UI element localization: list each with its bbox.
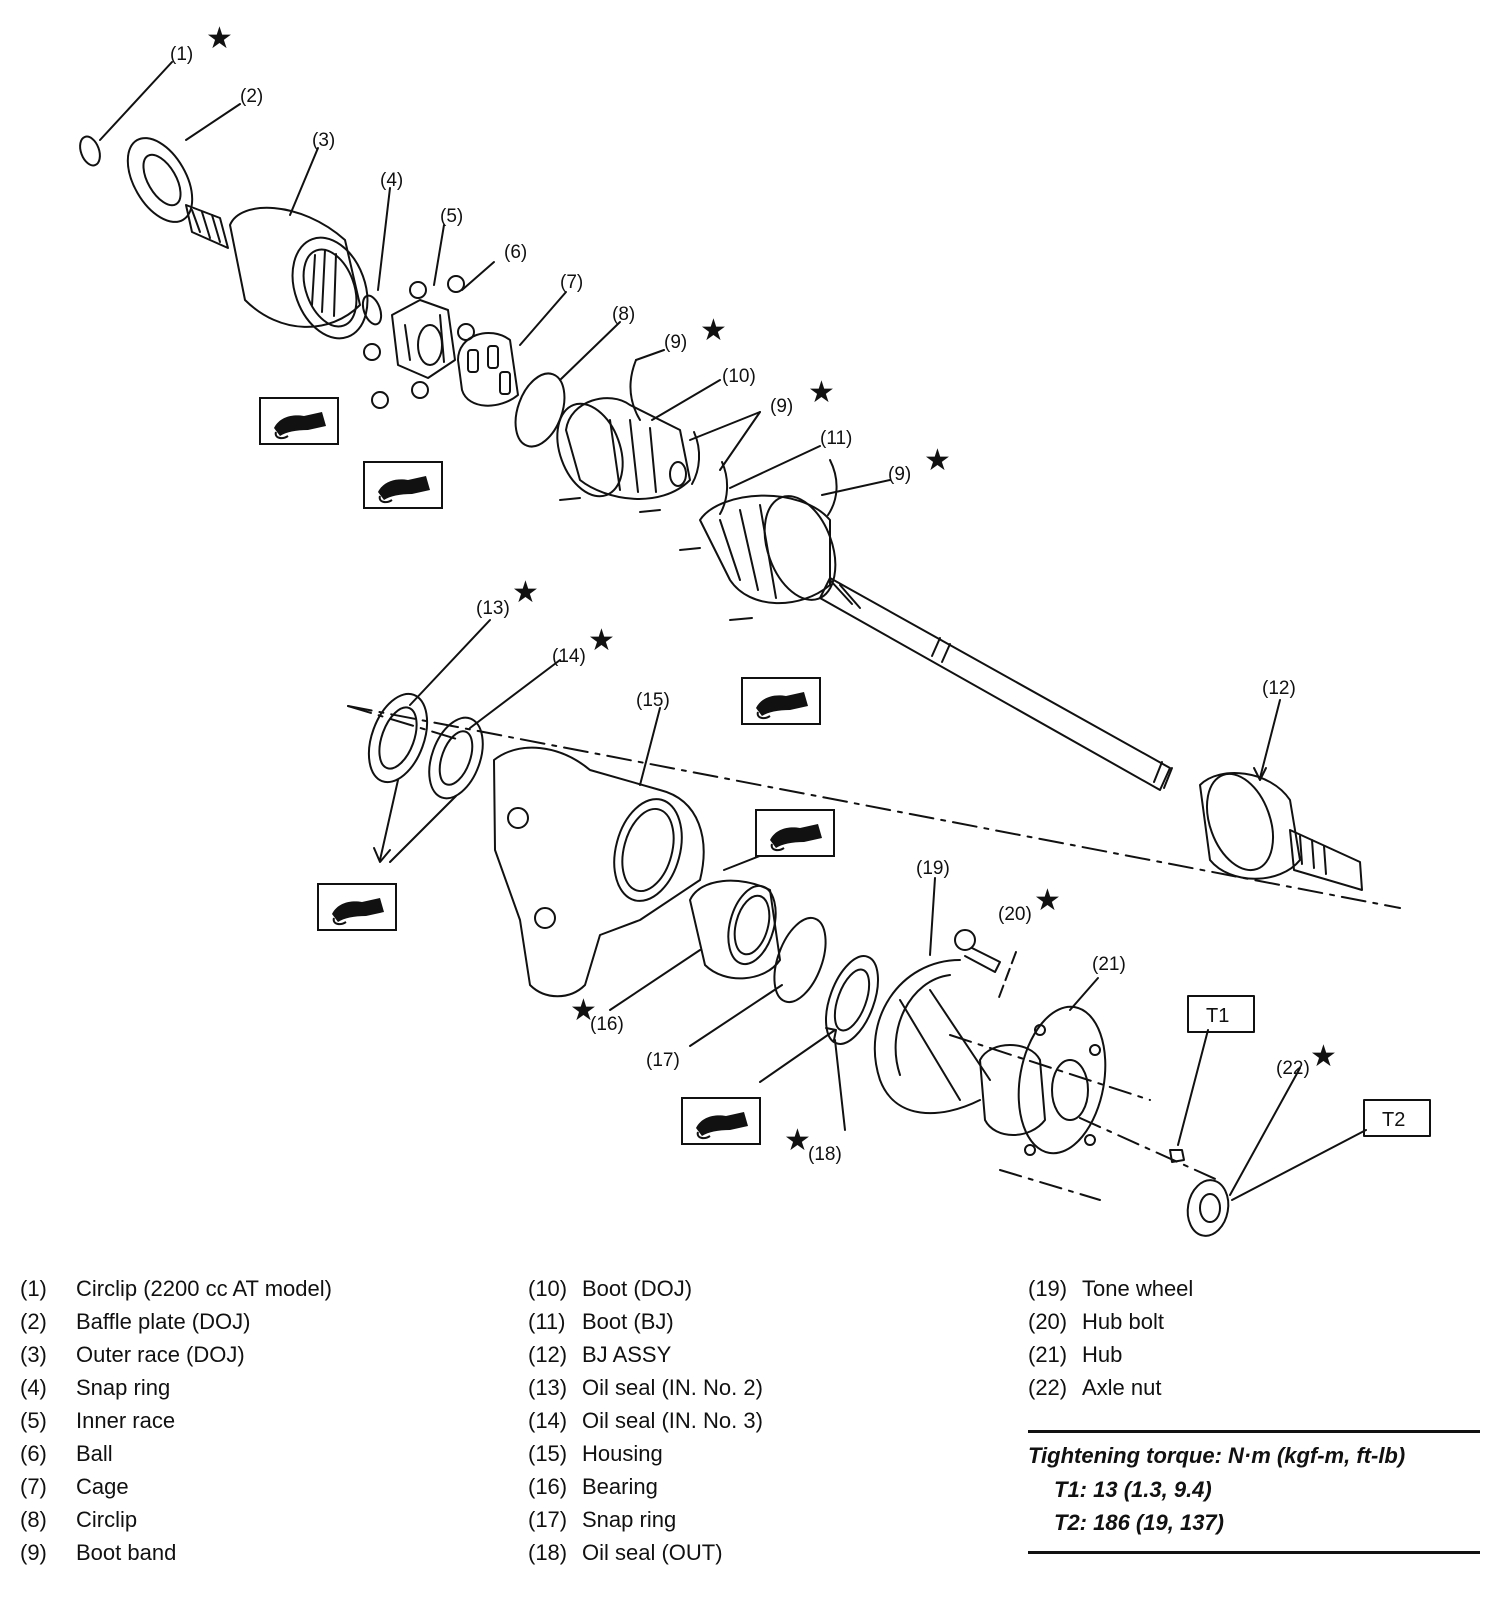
callout-9a: (9) (664, 332, 687, 353)
callout-20: (20) (998, 904, 1032, 925)
callout-14: (14) (552, 646, 586, 667)
callout-22: (22) (1276, 1058, 1310, 1079)
legend-item: (17)Snap ring (528, 1507, 677, 1532)
legend-column-1: (1)Circlip (2200 cc AT model) (2)Baffle … (20, 1272, 510, 1569)
legend-item: (16)Bearing (528, 1474, 658, 1499)
torque-divider-top (1028, 1430, 1480, 1433)
callout-10: (10) (722, 366, 756, 387)
callout-18: (18) (808, 1144, 842, 1165)
grease-icon (317, 883, 397, 931)
callout-8: (8) (612, 304, 635, 325)
legend-item: (21)Hub (1028, 1342, 1123, 1367)
torque-box-t2: T2 (1382, 1109, 1405, 1131)
grease-icon (363, 461, 443, 509)
legend-column-3: (19)Tone wheel (20)Hub bolt (21)Hub (22)… (1028, 1272, 1478, 1404)
callout-9c: (9) (888, 464, 911, 485)
legend-item: (11)Boot (BJ) (528, 1309, 674, 1334)
legend-item: (3)Outer race (DOJ) (20, 1342, 245, 1367)
legend-item: (15)Housing (528, 1441, 663, 1466)
grease-icon-group (259, 397, 835, 1145)
legend-item: (14)Oil seal (IN. No. 3) (528, 1408, 763, 1433)
grease-icon (681, 1097, 761, 1145)
callout-12: (12) (1262, 678, 1296, 699)
legend-item: (2)Baffle plate (DOJ) (20, 1309, 251, 1334)
legend-item: (19)Tone wheel (1028, 1276, 1194, 1301)
torque-divider-bottom (1028, 1551, 1480, 1554)
star-icon: ★ (700, 313, 727, 348)
torque-t2: T2: 186 (19, 137) (1054, 1510, 1224, 1535)
callout-11: (11) (820, 428, 852, 449)
legend-item: (22)Axle nut (1028, 1375, 1162, 1400)
callout-13: (13) (476, 598, 510, 619)
legend-item: (6)Ball (20, 1441, 113, 1466)
grease-icon (741, 677, 821, 725)
callout-1: (1) (170, 44, 193, 65)
callout-17: (17) (646, 1050, 680, 1071)
legend-item: (4)Snap ring (20, 1375, 171, 1400)
grease-icon (259, 397, 339, 445)
legend-item: (13)Oil seal (IN. No. 2) (528, 1375, 763, 1400)
callout-16: (16) (590, 1014, 624, 1035)
callout-19: (19) (916, 858, 950, 879)
callout-9b: (9) (770, 396, 793, 417)
star-icon: ★ (512, 575, 539, 610)
star-icon: ★ (1034, 883, 1061, 918)
legend-item: (20)Hub bolt (1028, 1309, 1164, 1334)
parts-legend: (1)Circlip (2200 cc AT model) (2)Baffle … (20, 1272, 1480, 1602)
legend-item: (1)Circlip (2200 cc AT model) (20, 1276, 332, 1301)
star-icon: ★ (924, 443, 951, 478)
legend-column-2: (10)Boot (DOJ) (11)Boot (BJ) (12)BJ ASSY… (528, 1272, 1008, 1569)
exploded-view-diagram: (1) ★ (2) (3) (4) (5) (6) (7) (8) (9) ★ … (79, 21, 1431, 1237)
star-icon: ★ (1310, 1039, 1337, 1074)
star-icon: ★ (206, 21, 233, 56)
grease-icon (755, 809, 835, 857)
torque-t1: T1: 13 (1.3, 9.4) (1054, 1477, 1212, 1502)
callout-4: (4) (380, 170, 403, 191)
callout-15: (15) (636, 690, 670, 711)
star-icon: ★ (570, 993, 597, 1028)
legend-item: (5)Inner race (20, 1408, 176, 1433)
callout-21: (21) (1092, 954, 1126, 975)
legend-item: (9)Boot band (20, 1540, 177, 1565)
star-icon: ★ (808, 375, 835, 410)
legend-item: (12)BJ ASSY (528, 1342, 672, 1367)
star-icon: ★ (588, 623, 615, 658)
legend-item: (7)Cage (20, 1474, 129, 1499)
callout-7: (7) (560, 272, 583, 293)
callout-2: (2) (240, 86, 263, 107)
legend-item: (8)Circlip (20, 1507, 138, 1532)
torque-title: Tightening torque: N·m (kgf-m, ft-lb) (1028, 1443, 1406, 1468)
star-icon: ★ (784, 1123, 811, 1158)
callout-3: (3) (312, 130, 335, 151)
legend-item: (18)Oil seal (OUT) (528, 1540, 723, 1565)
torque-spec-panel: Tightening torque: N·m (kgf-m, ft-lb) T1… (1028, 1430, 1480, 1554)
torque-box-t1: T1 (1206, 1005, 1229, 1027)
callout-6: (6) (504, 242, 527, 263)
callout-5: (5) (440, 206, 463, 227)
legend-item: (10)Boot (DOJ) (528, 1276, 693, 1301)
